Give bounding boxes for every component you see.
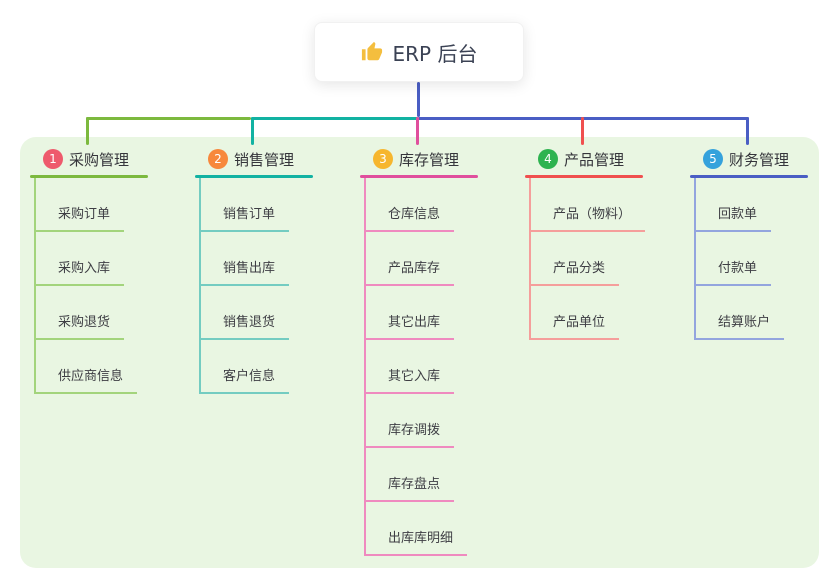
child-node: 产品分类: [531, 232, 675, 286]
child-label[interactable]: 产品（物料）: [531, 203, 646, 232]
child-node: 采购订单: [36, 178, 180, 232]
child-node: 回款单: [696, 178, 839, 232]
branch-drop-line: [86, 117, 89, 145]
child-node: 采购退货: [36, 286, 180, 340]
child-label[interactable]: 库存盘点: [366, 473, 455, 502]
child-node: 出库库明细: [366, 502, 510, 556]
thumbs-up-icon: [361, 41, 383, 63]
child-label[interactable]: 采购入库: [36, 257, 125, 286]
branch-drop-line: [581, 117, 584, 145]
root-connector-line: [417, 82, 420, 117]
branch-drop-line: [746, 117, 749, 145]
child-node: 供应商信息: [36, 340, 180, 394]
branch-children: 回款单付款单结算账户: [694, 178, 839, 340]
branch-column-4: 4 产品管理产品（物料） 产品分类产品单位: [525, 145, 675, 340]
child-label[interactable]: 产品单位: [531, 311, 620, 340]
child-label[interactable]: 销售出库: [201, 257, 290, 286]
branch-label: 财务管理: [729, 150, 790, 169]
branch-underline: [525, 175, 643, 178]
branch-number-badge: 5: [703, 149, 723, 169]
child-node: 客户信息: [201, 340, 345, 394]
branch-column-2: 2 销售管理销售订单销售出库销售退货客户信息: [195, 145, 345, 394]
branch-drop-line: [416, 117, 419, 145]
branch-underline: [30, 175, 148, 178]
branch-underline: [360, 175, 478, 178]
child-label[interactable]: 产品库存: [366, 257, 455, 286]
child-node: 产品库存: [366, 232, 510, 286]
branch-title[interactable]: 5 财务管理: [690, 145, 839, 173]
branch-title[interactable]: 3 库存管理: [360, 145, 510, 173]
child-node: 库存盘点: [366, 448, 510, 502]
branch-number-badge: 1: [43, 149, 63, 169]
child-label[interactable]: 出库库明细: [366, 527, 468, 556]
child-node: 采购入库: [36, 232, 180, 286]
child-label[interactable]: 库存调拨: [366, 419, 455, 448]
branch-children: 产品（物料） 产品分类产品单位: [529, 178, 675, 340]
branch-label: 库存管理: [399, 150, 460, 169]
child-label[interactable]: 仓库信息: [366, 203, 455, 232]
child-label[interactable]: 结算账户: [696, 311, 785, 340]
branch-children: 仓库信息产品库存其它出库其它入库库存调拨库存盘点出库库明细: [364, 178, 510, 556]
root-label: ERP 后台: [392, 41, 478, 66]
branch-title[interactable]: 2 销售管理: [195, 145, 345, 173]
branch-title[interactable]: 1 采购管理: [30, 145, 180, 173]
branch-underline: [690, 175, 808, 178]
branch-label: 销售管理: [234, 150, 295, 169]
child-label[interactable]: 采购订单: [36, 203, 125, 232]
branch-column-5: 5 财务管理回款单付款单结算账户: [690, 145, 839, 340]
child-label[interactable]: 采购退货: [36, 311, 125, 340]
branch-number-badge: 4: [538, 149, 558, 169]
branch-label: 采购管理: [69, 150, 130, 169]
child-node: 销售退货: [201, 286, 345, 340]
child-label[interactable]: 供应商信息: [36, 365, 138, 394]
child-label[interactable]: 产品分类: [531, 257, 620, 286]
branch-number-badge: 2: [208, 149, 228, 169]
child-node: 结算账户: [696, 286, 839, 340]
child-label[interactable]: 付款单: [696, 257, 772, 286]
branch-number-badge: 3: [373, 149, 393, 169]
branch-title[interactable]: 4 产品管理: [525, 145, 675, 173]
child-node: 付款单: [696, 232, 839, 286]
child-label[interactable]: 其它入库: [366, 365, 455, 394]
child-label[interactable]: 客户信息: [201, 365, 290, 394]
bus-segment-teal: [251, 117, 418, 120]
child-node: 产品单位: [531, 286, 675, 340]
bus-segment-green: [86, 117, 251, 120]
child-node: 其它出库: [366, 286, 510, 340]
child-label[interactable]: 销售退货: [201, 311, 290, 340]
child-node: 产品（物料）: [531, 178, 675, 232]
child-node: 销售出库: [201, 232, 345, 286]
branch-drop-line: [251, 117, 254, 145]
child-node: 销售订单: [201, 178, 345, 232]
branch-children: 销售订单销售出库销售退货客户信息: [199, 178, 345, 394]
branch-label: 产品管理: [564, 150, 625, 169]
child-node: 仓库信息: [366, 178, 510, 232]
child-label[interactable]: 其它出库: [366, 311, 455, 340]
branch-column-3: 3 库存管理仓库信息产品库存其它出库其它入库库存调拨库存盘点出库库明细: [360, 145, 510, 556]
branch-underline: [195, 175, 313, 178]
child-node: 其它入库: [366, 340, 510, 394]
branch-column-1: 1 采购管理采购订单采购入库采购退货供应商信息: [30, 145, 180, 394]
branches-panel: [20, 137, 819, 568]
branch-children: 采购订单采购入库采购退货供应商信息: [34, 178, 180, 394]
root-node[interactable]: ERP 后台: [314, 22, 524, 82]
child-node: 库存调拨: [366, 394, 510, 448]
child-label[interactable]: 销售订单: [201, 203, 290, 232]
child-label[interactable]: 回款单: [696, 203, 772, 232]
